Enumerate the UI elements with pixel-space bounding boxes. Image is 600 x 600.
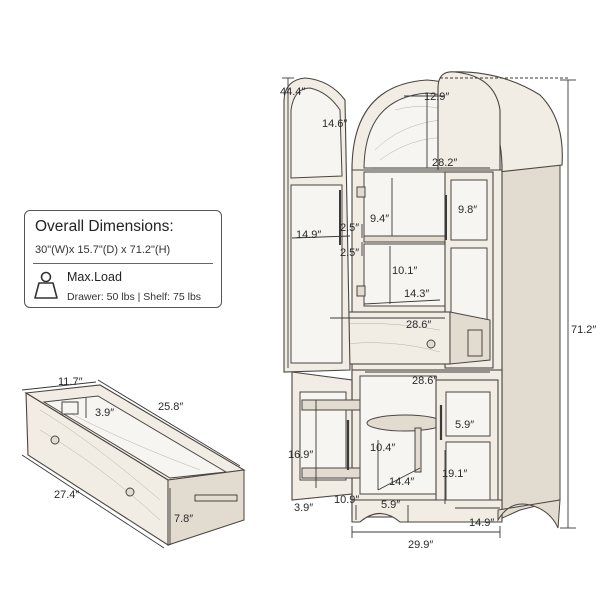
- label-spacing-bottom: 2.5″: [340, 247, 359, 259]
- label-drawer-outer-width: 27.4″: [54, 489, 79, 501]
- label-spacing-top: 2.5″: [340, 222, 359, 234]
- label-lower-cab-height: 16.9″: [288, 449, 313, 461]
- overall-dimensions-card: Overall Dimensions: 30"(W)x 15.7"(D) x 7…: [24, 210, 222, 308]
- max-load-label: Max.Load: [67, 270, 122, 284]
- label-upper-shelf-gap: 9.4″: [370, 213, 389, 225]
- drawer-illustration: [24, 384, 246, 547]
- label-lower-shelf-height: 10.4″: [370, 442, 395, 454]
- label-base-width: 10.9″: [334, 494, 359, 506]
- card-title: Overall Dimensions:: [35, 218, 174, 235]
- label-drawer-depth: 25.8″: [158, 401, 183, 413]
- card-divider: [33, 263, 213, 264]
- label-door-width: 14.9″: [296, 229, 321, 241]
- label-lower-door-width: 14.9″: [469, 517, 494, 529]
- label-side-depth: 3.9″: [294, 502, 313, 514]
- label-middle-height: 10.1″: [392, 265, 417, 277]
- weight-icon: [34, 271, 58, 299]
- label-drawer-inner-width: 11.7″: [58, 376, 83, 388]
- label-arch-top-width: 12.9″: [424, 91, 449, 103]
- label-overall-width: 29.9″: [408, 539, 433, 551]
- load-values: Drawer: 50 lbs | Shelf: 75 lbs: [67, 291, 202, 303]
- label-middle-depth: 14.3″: [404, 288, 429, 300]
- label-lower-door-height: 19.1″: [442, 468, 467, 480]
- label-drawer-inner-height: 3.9″: [95, 407, 114, 419]
- label-lower-width: 28.6″: [412, 375, 437, 387]
- label-total-height: 71.2″: [571, 324, 596, 336]
- label-base-height: 5.9″: [381, 499, 400, 511]
- label-lower-shelf-depth: 14.4″: [389, 476, 414, 488]
- label-door-glass-height: 9.8″: [458, 204, 477, 216]
- label-arch-door-height: 44.4″: [280, 86, 305, 98]
- label-lower-door-panel: 5.9″: [455, 419, 474, 431]
- label-drawer-height: 7.8″: [174, 513, 193, 525]
- label-arch-shelf-width: 14.6″: [322, 118, 347, 130]
- dimension-lines: [21, 77, 576, 549]
- card-dimensions: 30"(W)x 15.7"(D) x 71.2"(H): [35, 244, 171, 256]
- dimension-labels: 44.4″ 12.9″ 14.6″ 28.2″ 9.4″ 9.8″ 14.9″ …: [54, 86, 596, 551]
- label-drawer-width: 28.6″: [406, 319, 431, 331]
- cabinet-illustration: [283, 71, 563, 529]
- label-upper-inner-width: 28.2″: [432, 157, 457, 169]
